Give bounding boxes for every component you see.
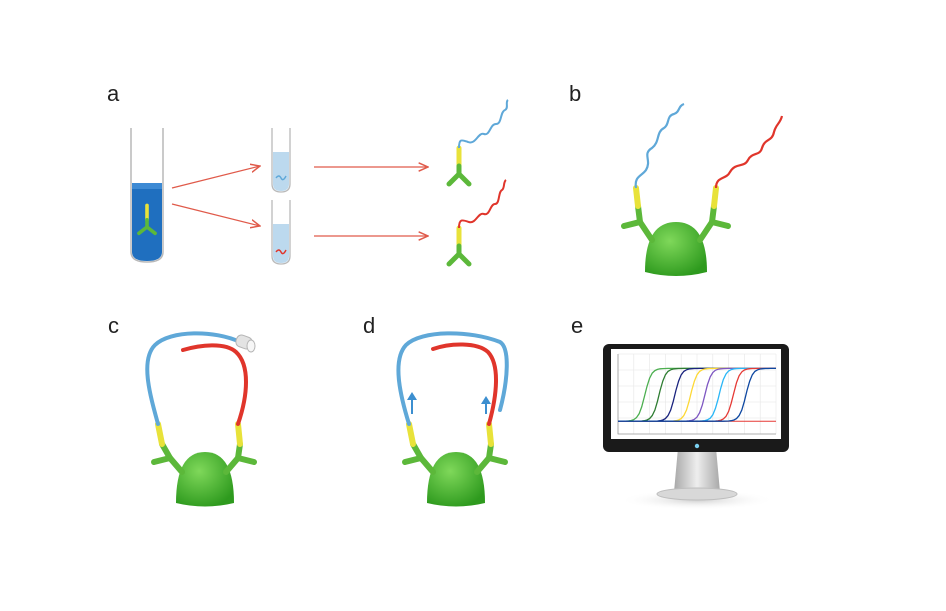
bead-icon — [645, 222, 707, 276]
antibody-blue-oligo-conjugate — [446, 99, 509, 187]
extension-arrow-right — [481, 396, 491, 414]
monitor-screen — [611, 349, 781, 439]
panel-label-d: d — [363, 313, 375, 338]
panel-label-e: e — [571, 313, 583, 338]
amplification-curve-8 — [618, 367, 776, 422]
panel-label-a: a — [107, 81, 120, 106]
plot-axes — [617, 354, 776, 435]
extension-arrow-left — [407, 392, 417, 414]
panel-label-c: c — [108, 313, 119, 338]
antibody-icon — [137, 203, 157, 236]
panel-label-b: b — [569, 81, 581, 106]
arrow-to-upper-tube — [171, 166, 260, 189]
extension-assembly — [396, 331, 509, 507]
monitor-icon — [603, 344, 789, 510]
bead-icon — [427, 452, 485, 507]
bead-icon — [176, 452, 234, 507]
ligation-assembly — [145, 331, 257, 507]
small-tube-blue-probe — [271, 128, 291, 193]
antibody-red-oligo-conjugate — [446, 179, 507, 267]
qpcr-amplification-plot — [617, 353, 777, 435]
large-test-tube — [130, 128, 164, 263]
bead-with-two-probes — [621, 102, 784, 276]
ligase-icon — [235, 334, 256, 353]
arrow-to-lower-tube — [171, 203, 260, 226]
small-tube-red-probe — [271, 200, 291, 265]
